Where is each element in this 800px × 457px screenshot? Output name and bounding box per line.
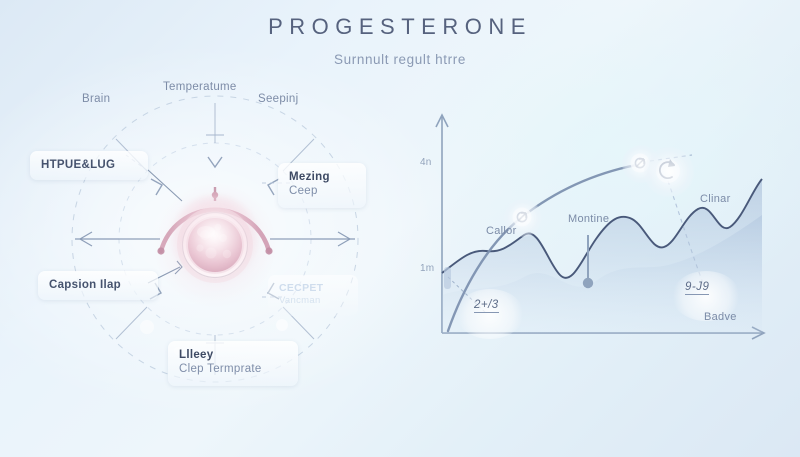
annotation-right: 9-J9 [685,281,710,295]
y-tick-4n: 4n [420,157,432,168]
montine-dot [582,277,594,289]
series-label-montine: Montine [568,213,610,225]
chart-panel: 4n 1m Callor Montine Clinar 2+/3 9-J9 Ba… [400,95,780,365]
chip-mezing[interactable]: Mezing Ceep [278,163,366,208]
spoke-label-brain: Brain [82,93,111,105]
page-title: PROGESTERONE [268,14,532,39]
y-start-marker [444,267,451,289]
chip-mezing-title: Mezing [289,171,330,183]
chip-hypothalamus[interactable]: HTPUE&LUG [30,151,148,181]
spoke-label-temperature: Temperatume [163,81,237,93]
annotation-bubble-left [456,289,524,339]
annotation-left: 2+/3 [474,299,499,313]
page-subtitle: Surnnult regult htrre [334,52,466,67]
y-tick-1m: 1m [420,263,435,274]
chip-cecpet-sub: Vancman [279,295,321,307]
y-axis-arrowhead [435,113,449,128]
chip-capsion-label: Capsion Ilap [49,279,121,291]
chip-llleey-sub: Clep Termprate [179,363,262,376]
chip-mezing-sub: Ceep [289,185,318,198]
series-label-clinar: Clinar [700,193,731,205]
chip-llleey-title: Llleey [179,349,214,361]
annotation-bubble-right [672,271,740,321]
chip-capsion[interactable]: Capsion Ilap [38,271,158,301]
area-series-line [441,178,763,279]
radial-diagram: Brain Temperatume Seepinj HTPUE&LUG Mezi… [30,75,380,405]
chip-llleey[interactable]: Llleey Clep Termprate [168,341,298,386]
chart-svg [435,113,766,340]
chip-hypothalamus-label: HTPUE&LUG [41,159,116,171]
node-bubble-left [504,199,542,237]
series-label-callor: Callor [486,225,517,237]
node-bubble-right [644,147,694,197]
spoke-label-seeping: Seepinj [258,93,299,105]
horizontal-arrow-group [75,231,355,247]
x-axis-label: Badve [704,311,737,323]
cell-glow-overlay [171,195,259,283]
chip-cecpet-title: CECPET [279,282,324,294]
chip-cecpet[interactable]: CECPET Vancman [268,275,358,316]
